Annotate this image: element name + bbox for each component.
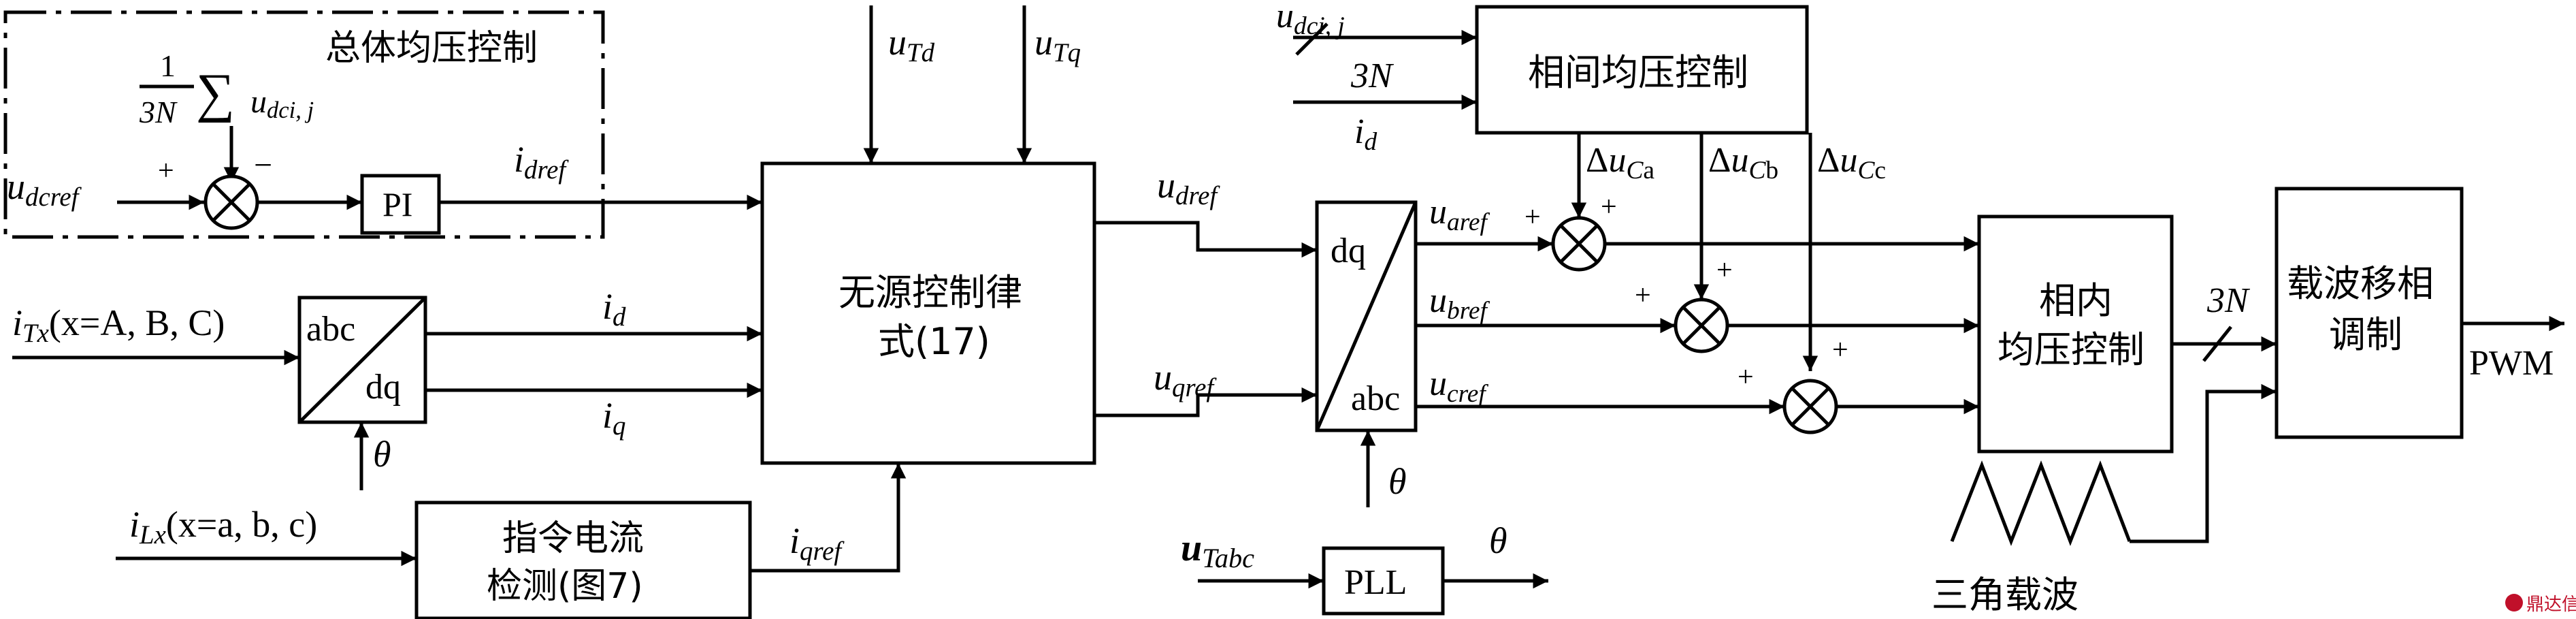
abc-dq-top-label: abc <box>306 310 355 349</box>
dq-abc-bottom-label: abc <box>1351 379 1400 418</box>
delta-uca-label: ΔuCa <box>1586 141 1654 185</box>
overall-balance-label: 总体均压控制 <box>325 28 538 69</box>
avg-frac-num: 1 <box>160 48 176 83</box>
carrier-to-cps-arrow <box>2130 383 2277 543</box>
u-td-label: uTd <box>888 22 935 67</box>
u-aref-label: uaref <box>1429 193 1490 236</box>
iqref-arrow <box>750 463 907 573</box>
u-qref-label: uqref <box>1154 357 1217 402</box>
i-d-label: id <box>602 286 626 332</box>
junction-x-b1 <box>212 182 251 222</box>
i-qref-label: iqref <box>789 520 845 566</box>
abc-dq-bottom-label: dq <box>365 368 401 407</box>
interphase-balance-label: 相间均压控制 <box>1528 51 1748 94</box>
delta-ucb-label: ΔuCb <box>1708 141 1778 185</box>
i-dref-label: idref <box>514 139 569 185</box>
intraphase-balance-block <box>1977 215 2174 454</box>
plus-c-left: + <box>1738 362 1754 393</box>
cps-line2: 调制 <box>2329 313 2402 356</box>
plus-b-top: + <box>1716 255 1733 286</box>
passive-law-line2: 式(17) <box>878 320 990 363</box>
interphase-balance-block <box>1475 5 1809 135</box>
dq-abc-diagonal <box>1315 202 1418 431</box>
triangle-carrier-label: 三角载波 <box>1931 573 2078 616</box>
i-d-interphase-label: id <box>1354 112 1377 156</box>
junction-x-b4 <box>1791 387 1830 426</box>
plus-b-left: + <box>1635 280 1651 311</box>
pwm-label: PWM <box>2469 344 2554 383</box>
pll-label: PLL <box>1344 563 1407 602</box>
cmd-detect-line2: 检测(图7) <box>487 566 643 607</box>
sum-symbol: ∑ <box>196 63 235 123</box>
bus-slash-intra <box>2202 326 2232 362</box>
carrier-phase-shift-block <box>2275 187 2464 439</box>
avg-frac-den: 3N <box>139 95 178 129</box>
u-tabc-label: uTabc <box>1181 527 1254 573</box>
junction-x-b2 <box>1559 224 1599 264</box>
u-dcref-label: udcref <box>7 166 82 212</box>
uqref-arrow <box>1094 387 1317 417</box>
cps-line1: 载波移相 <box>2287 262 2434 305</box>
i-tx-label: iTx(x=A, B, C) <box>12 302 225 348</box>
theta-pll-label: θ <box>1489 520 1507 561</box>
u-cref-label: ucref <box>1429 364 1488 408</box>
bus-slash-interphase <box>1295 22 1328 56</box>
plus-a-top: + <box>1601 191 1617 223</box>
watermark-logo-icon <box>2505 594 2523 612</box>
u-bref-label: ubref <box>1429 281 1490 325</box>
u-dcij-interphase: udci, j <box>1276 0 1345 40</box>
cmd-detect-line1: 指令电流 <box>502 518 644 559</box>
junction-x-b3 <box>1682 306 1721 345</box>
intraphase-line2: 均压控制 <box>1998 328 2145 371</box>
intraphase-line1: 相内 <box>2039 279 2113 322</box>
pi-label: PI <box>382 185 412 223</box>
dq-abc-top-label: dq <box>1331 232 1366 270</box>
pi-block <box>360 174 441 235</box>
u-dcij-overall: udci, j <box>250 84 314 123</box>
udref-arrow <box>1094 221 1317 258</box>
triangle-carrier-wave <box>1950 460 2132 546</box>
plus-a-left: + <box>1525 202 1541 233</box>
i-lx-label: iLx(x=a, b, c) <box>129 504 317 550</box>
command-current-detection-block <box>414 501 752 619</box>
theta-dqabc-label: θ <box>1388 461 1407 502</box>
pll-block <box>1322 546 1445 616</box>
plus-sign-overall: + <box>158 155 174 187</box>
overall-balance-region <box>3 10 605 239</box>
i-q-label: iq <box>602 395 625 441</box>
u-tq-label: uTq <box>1034 22 1081 67</box>
theta-abcdq-label: θ <box>373 434 391 475</box>
watermark-text: 鼎达信 <box>2526 594 2576 615</box>
passive-control-law-block <box>760 161 1096 465</box>
three-n-interphase: 3N <box>1350 57 1395 95</box>
passive-law-line1: 无源控制律 <box>838 271 1022 314</box>
abc-dq-diagonal <box>298 296 427 424</box>
u-dref-label: udref <box>1157 165 1220 210</box>
three-n-intra: 3N <box>2206 281 2251 320</box>
minus-sign-overall: − <box>254 147 272 183</box>
delta-ucc-label: ΔuCc <box>1817 141 1886 185</box>
plus-c-top: + <box>1832 334 1848 366</box>
